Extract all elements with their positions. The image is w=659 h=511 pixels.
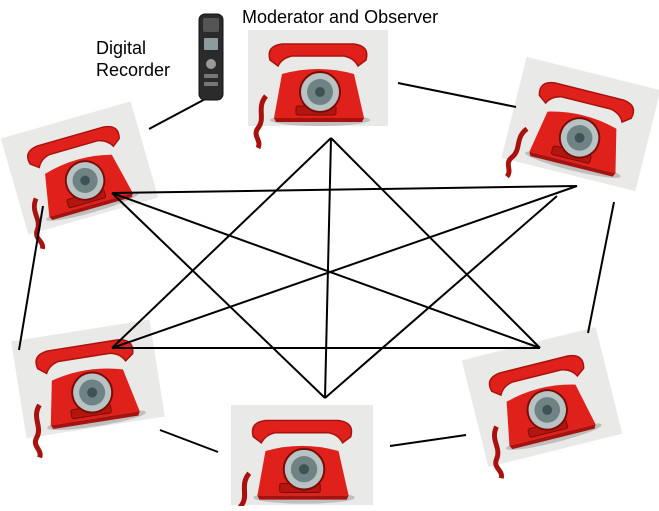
connection-line: [397, 82, 517, 108]
connection-line: [324, 137, 332, 399]
connection-line: [389, 434, 467, 447]
connection-line: [159, 429, 219, 453]
connection-line: [111, 185, 578, 194]
connection-line: [111, 192, 541, 349]
connection-line: [111, 192, 326, 399]
recorder-label-line1: Digital: [96, 38, 147, 58]
phone-bottom-right-icon: [461, 326, 623, 481]
connection-line: [587, 201, 615, 334]
connection-line: [148, 96, 210, 130]
moderator-phone-icon: [248, 30, 388, 148]
phone-top-left-icon: [0, 101, 159, 251]
connection-line: [324, 195, 558, 399]
phone-top-right-icon: [501, 56, 659, 208]
connection-line: [111, 137, 332, 349]
recorder-label: Digital Recorder: [96, 37, 196, 81]
phone-bottom-center-icon: [231, 405, 373, 506]
recorder-label-line2: Recorder: [96, 60, 171, 80]
connection-line: [111, 185, 578, 349]
digital-recorder-icon: [198, 13, 224, 101]
connection-line: [18, 205, 44, 351]
phone-bottom-left-icon: [11, 319, 165, 459]
connection-line: [330, 137, 541, 349]
moderator-label: Moderator and Observer: [242, 7, 439, 27]
